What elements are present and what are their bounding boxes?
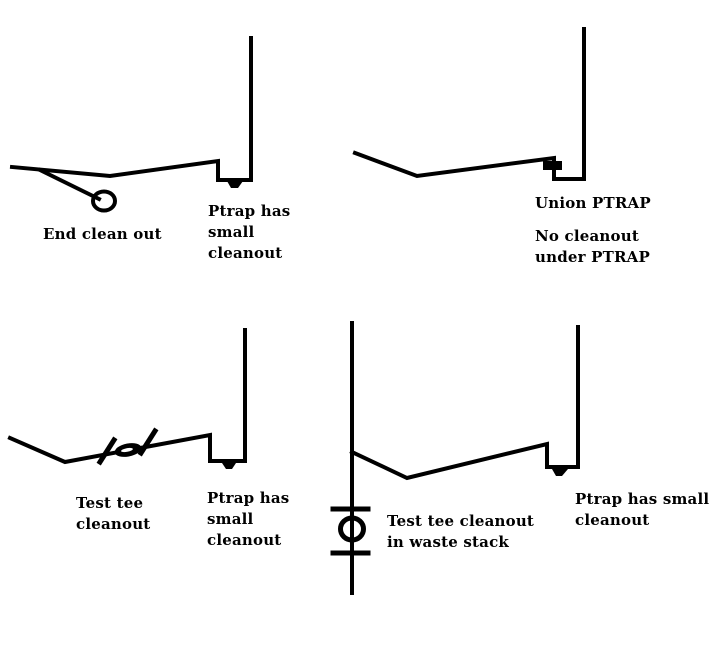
label-line: cleanout <box>575 511 650 529</box>
diagram-union-ptrap <box>352 27 586 181</box>
diagram-test-tee <box>7 328 247 469</box>
trap-cleanout-plug-icon <box>227 181 243 188</box>
label-line: under PTRAP <box>535 248 650 266</box>
label-line: cleanout <box>76 515 151 533</box>
label-bottom-left-trap: Ptrap has small cleanout <box>207 488 289 551</box>
trap-cleanout-plug-icon <box>222 463 236 469</box>
stack-trap-drain-pipe <box>349 325 580 481</box>
label-line: Union PTRAP <box>535 194 651 212</box>
stack-cleanout-circle-icon <box>338 515 366 543</box>
label-line: in waste stack <box>387 533 510 551</box>
diagram-end-cleanout <box>9 36 253 213</box>
test-tee-slit-icon <box>121 447 133 453</box>
label-end-clean-out: End clean out <box>43 224 162 245</box>
label-bottom-right-trap: Ptrap has small cleanout <box>575 489 709 531</box>
stack-trap-drain-pipe <box>9 36 253 182</box>
test-tee-slash-left-icon <box>96 436 118 466</box>
label-line: Ptrap has <box>208 202 291 220</box>
test-tee-slash-right-icon <box>137 427 159 457</box>
label-test-tee-waste-stack: Test tee cleanout in waste stack <box>387 511 534 553</box>
trap-cleanout-plug-icon <box>552 469 568 476</box>
union-fitting-icon <box>543 161 562 170</box>
label-line: Test tee <box>76 494 144 512</box>
stack-trap-drain-pipe <box>352 27 586 181</box>
label-line: Test tee cleanout <box>387 512 535 530</box>
label-line: End clean out <box>43 225 162 243</box>
label-line: Ptrap has small <box>575 490 709 508</box>
stack-trap-drain-pipe <box>7 328 247 465</box>
label-line: No cleanout <box>535 227 639 245</box>
label-line: small <box>208 223 255 241</box>
label-no-cleanout: No cleanout under PTRAP <box>535 226 650 268</box>
diagram-waste-stack <box>330 321 580 595</box>
label-test-tee: Test tee cleanout <box>76 493 150 535</box>
end-cleanout-circle-icon <box>91 189 117 213</box>
label-top-left-trap: Ptrap has small cleanout <box>208 201 290 264</box>
label-line: cleanout <box>208 244 283 262</box>
label-line: small <box>207 510 254 528</box>
label-union-ptrap: Union PTRAP <box>535 193 651 214</box>
label-line: Ptrap has <box>207 489 290 507</box>
label-line: cleanout <box>207 531 282 549</box>
end-cleanout-branch-pipe <box>37 167 102 202</box>
